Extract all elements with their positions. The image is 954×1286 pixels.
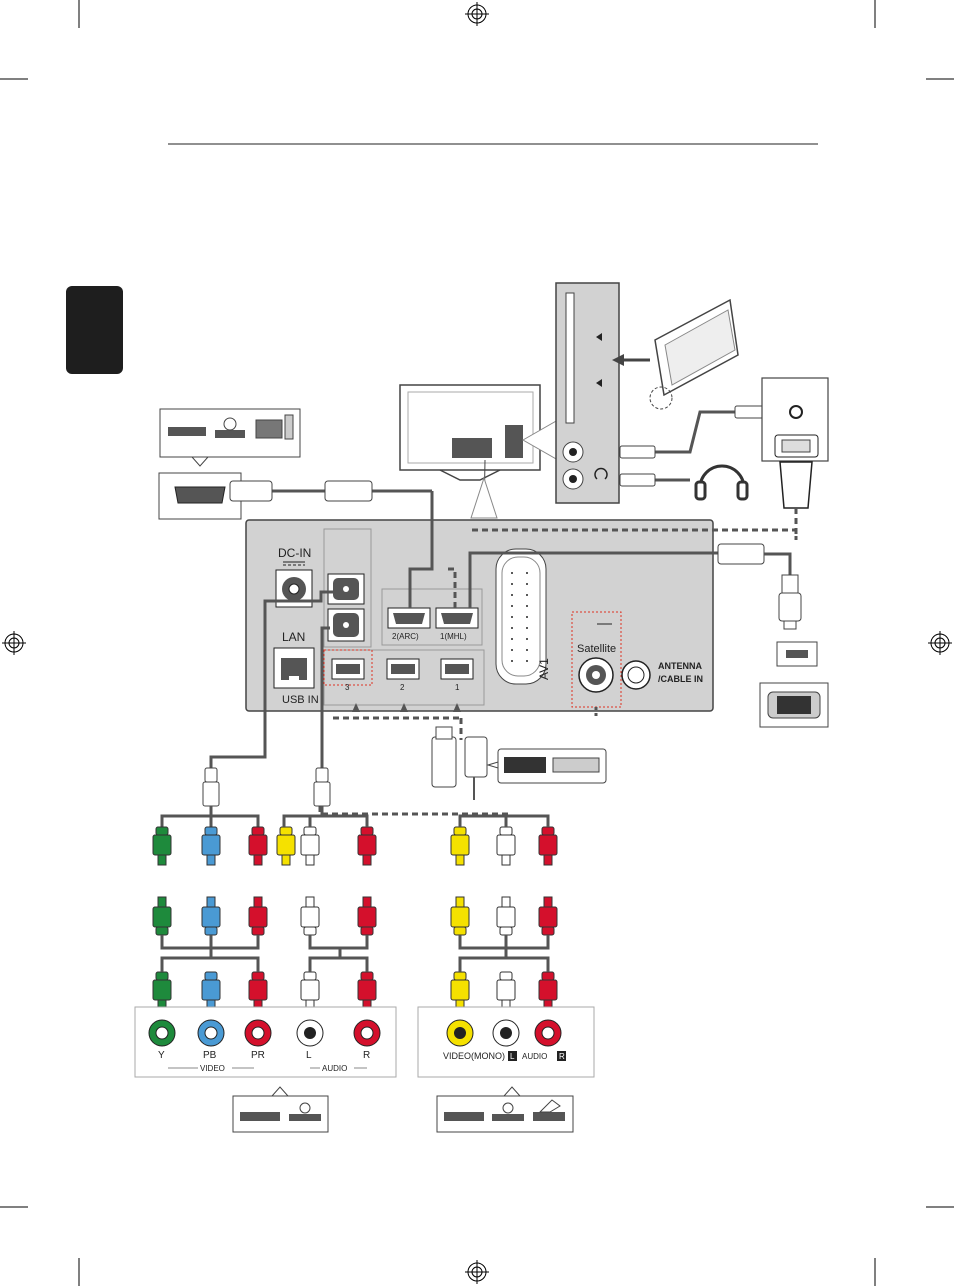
composite-l-label: L: [510, 1052, 515, 1061]
component-r-label: R: [363, 1050, 370, 1061]
usb-in-label: USB IN: [282, 694, 319, 706]
hdmi-2-label: 2(ARC): [392, 632, 419, 641]
composite-audio-label: AUDIO: [522, 1052, 547, 1061]
av1-label: AV1: [537, 658, 551, 680]
component-l-label: L: [306, 1050, 312, 1061]
usb-1-label: 1: [455, 683, 460, 692]
composite-device-popup: [437, 1087, 573, 1132]
lan-port: [274, 648, 314, 688]
satellite-label: Satellite: [577, 643, 616, 655]
dc-in-label: DC-IN: [278, 546, 311, 560]
component-pb-label: PB: [203, 1050, 217, 1061]
jack-plugs: [203, 768, 330, 806]
hdmi-1-label: 1(MHL): [440, 632, 467, 641]
component-audio-label: AUDIO: [322, 1064, 347, 1073]
audio-cables: [655, 412, 735, 480]
rca-dashed-link: [320, 806, 508, 814]
hdmi-source-box: [159, 473, 241, 519]
component-pr-label: PR: [251, 1050, 265, 1061]
ci-module-icon: [612, 300, 738, 409]
pc-connector-box: [762, 378, 828, 540]
headphones-icon: [696, 466, 747, 499]
hdmi-cable: [230, 481, 432, 501]
side-panel: [556, 283, 619, 503]
composite-r-label: R: [559, 1052, 565, 1061]
tv-rear-illustration: [400, 385, 558, 518]
usb-3-label: 3: [345, 683, 350, 692]
component-y-label: Y: [158, 1050, 165, 1061]
antenna-label-line2: /CABLE IN: [658, 674, 703, 684]
usb-devices: [432, 718, 606, 800]
lan-label: LAN: [282, 630, 305, 644]
composite-video-label: VIDEO(MONO): [443, 1051, 505, 1061]
mhl-cable: [718, 544, 828, 727]
usb-2-label: 2: [400, 683, 405, 692]
component-video-label: VIDEO: [200, 1064, 225, 1073]
composite-jack-box: [418, 1007, 594, 1077]
jack-plug-cables: [162, 806, 258, 827]
composite-rca-plugs: [451, 827, 557, 1010]
component-jack-box: [135, 1007, 396, 1077]
component-rca-plugs: [153, 827, 376, 1010]
source-devices-popup: [160, 409, 300, 466]
antenna-label-line1: ANTENNA: [658, 661, 702, 671]
component-device-popup: [233, 1087, 328, 1132]
chapter-tab: [66, 286, 123, 374]
